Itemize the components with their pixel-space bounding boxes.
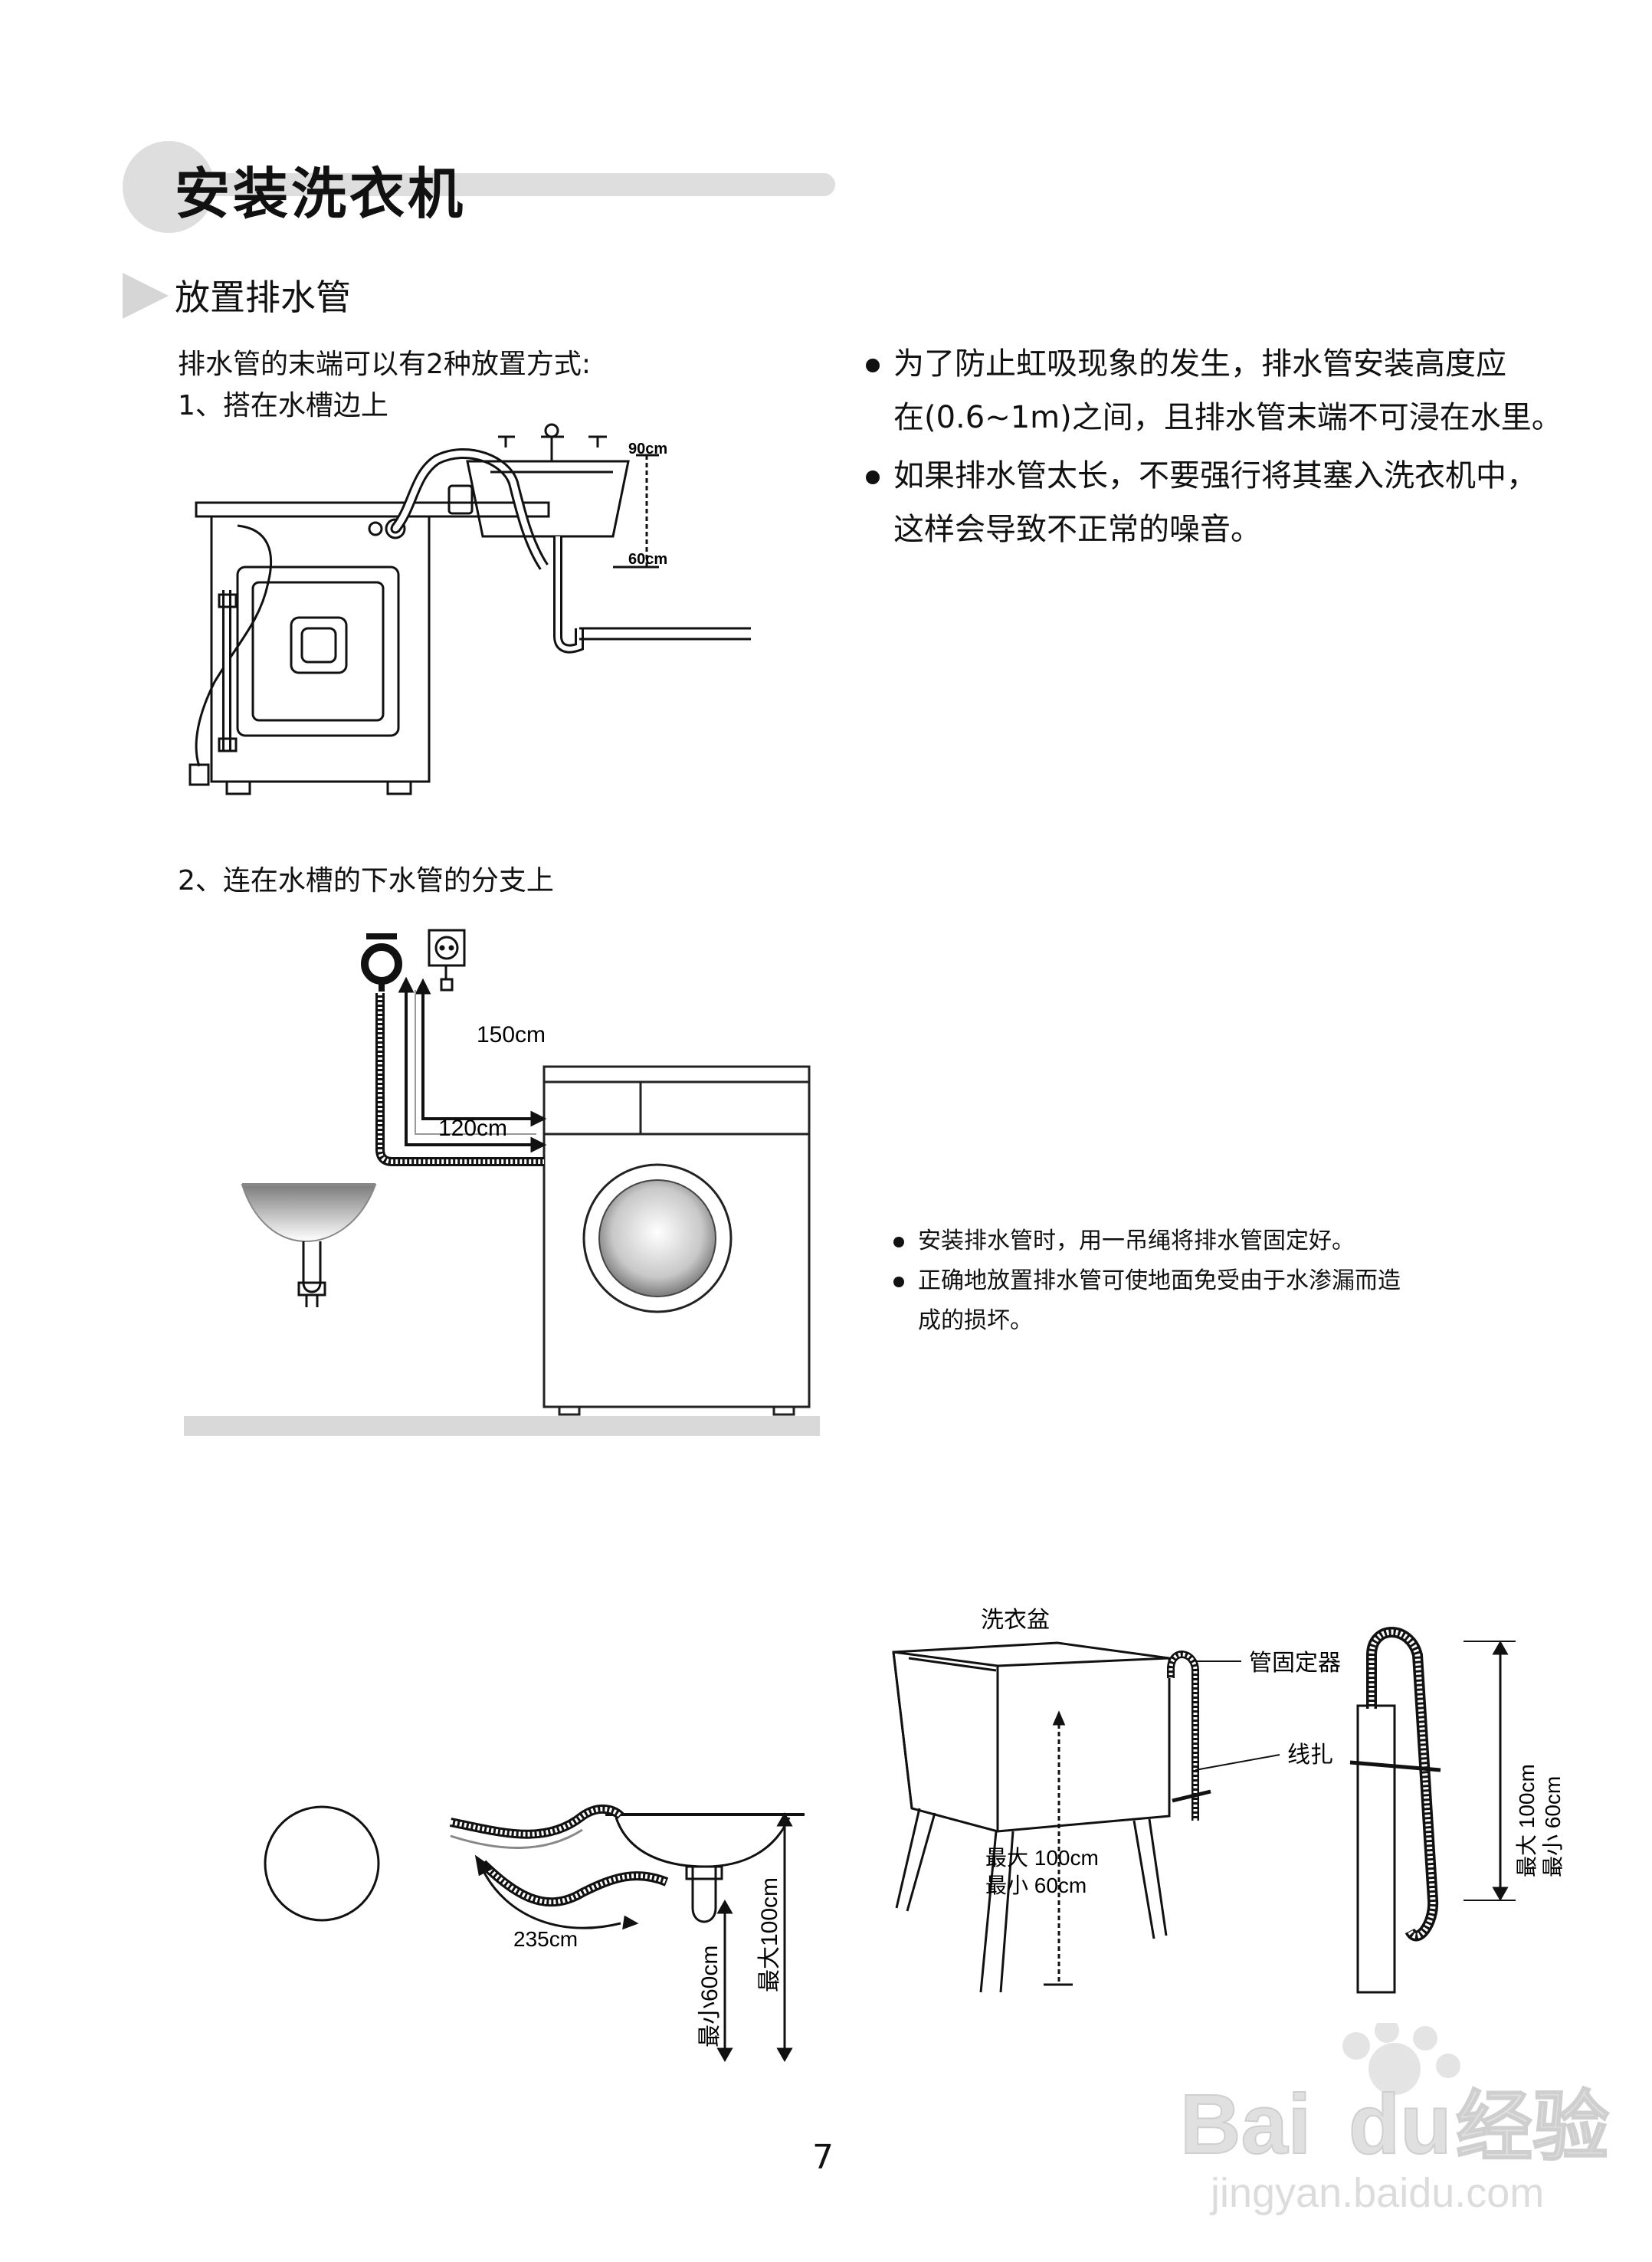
section-arrow-icon — [123, 273, 169, 319]
note-item: 安装排水管时，用一吊绳将排水管固定好。 — [893, 1221, 1568, 1261]
label-laundry-tub: 洗衣盆 — [981, 1608, 1050, 1633]
diagram-sink-edge: 90cm 60cm — [188, 423, 751, 795]
method-1-label: 1、搭在水槽边上 — [178, 390, 388, 421]
power-cord — [195, 524, 273, 767]
label-cable-tie: 线扎 — [1287, 1742, 1333, 1768]
machine-body — [210, 516, 431, 783]
section-title: 放置排水管 — [175, 277, 351, 318]
bullet-icon — [893, 1276, 904, 1287]
back-panel — [236, 566, 400, 737]
note-item: 正确地放置排水管可使地面免受由于水渗漏而造 — [893, 1261, 1568, 1301]
label-150cm: 150cm — [477, 1022, 546, 1047]
page-title: 安装洗衣机 — [175, 162, 467, 226]
diagram-drain-branch: 150cm 120cm — [184, 929, 820, 1436]
washing-machine — [542, 1065, 811, 1408]
bullet-icon — [893, 1236, 904, 1247]
label-60cm: 60cm — [628, 551, 667, 568]
label-120cm: 120cm — [438, 1116, 507, 1141]
page-title-banner: 安装洗衣机 — [123, 141, 835, 233]
bullet-icon — [866, 470, 880, 484]
diagram-laundry-tub: 洗衣盆 管固定器 线扎 最大 100cm 最小 60cm 最大 100cm 最小… — [892, 1608, 1565, 1994]
method-2-label: 2、连在水槽的下水管的分支上 — [178, 865, 554, 897]
label-max-100cm: 最大 100cm — [985, 1846, 1099, 1870]
bullet-icon — [866, 359, 880, 372]
label-min-60cm: 最小60cm — [697, 1946, 723, 2047]
watermark-url: jingyan.baidu.com — [1209, 2170, 1544, 2216]
machine-door — [598, 1179, 716, 1297]
intro-text: 排水管的末端可以有2种放置方式: — [178, 349, 592, 380]
label-235cm: 235cm — [513, 1927, 578, 1951]
note-item: 如果排水管太长，不要强行将其塞入洗衣机中， — [866, 449, 1601, 503]
plug — [188, 763, 210, 786]
machine-top — [195, 501, 550, 518]
notes-mid: 安装排水管时，用一吊绳将排水管固定好。 正确地放置排水管可使地面免受由于水渗漏而… — [893, 1221, 1568, 1341]
label-right-max-100cm: 最大 100cm — [1515, 1764, 1539, 1877]
faucet — [361, 943, 402, 985]
power-socket — [428, 929, 466, 967]
standpipe — [1356, 1704, 1396, 1994]
note-item: 为了防止虹吸现象的发生，排水管安装高度应 — [866, 337, 1601, 391]
label-right-min-60cm: 最小 60cm — [1541, 1776, 1565, 1877]
page-number: 7 — [812, 2138, 834, 2177]
baidu-watermark: Bai du 经验 jingyan.baidu.com — [1179, 2023, 1610, 2216]
note-item-continued: 成的损坏。 — [918, 1307, 1033, 1334]
basin — [241, 1184, 377, 1243]
basin-outline — [615, 1817, 791, 1868]
sink — [466, 460, 630, 538]
watermark-brand-2: du — [1349, 2077, 1451, 2172]
note-item-continued: 在(0.6~1m)之间，且排水管末端不可浸在水里。 — [893, 400, 1562, 435]
diagram-basin-hose: 235cm 最小60cm 最大100cm — [264, 1805, 805, 2063]
note-item-continued: 这样会导致不正常的噪音。 — [893, 512, 1261, 547]
label-max-100cm: 最大100cm — [757, 1877, 782, 1992]
floor — [184, 1416, 820, 1436]
label-90cm: 90cm — [628, 441, 667, 457]
detail-circle — [264, 1805, 380, 1922]
laundry-tub — [892, 1641, 1171, 1833]
label-min-60cm: 最小 60cm — [985, 1874, 1087, 1897]
watermark-brand: Bai — [1180, 2077, 1311, 2172]
notes-top: 为了防止虹吸现象的发生，排水管安装高度应 在(0.6~1m)之间，且排水管末端不… — [866, 337, 1601, 556]
drain-cover — [290, 616, 348, 674]
title-bar-decoration — [169, 173, 835, 196]
watermark-brand-cn: 经验 — [1456, 2084, 1609, 2170]
label-pipe-fixer: 管固定器 — [1249, 1651, 1341, 1676]
